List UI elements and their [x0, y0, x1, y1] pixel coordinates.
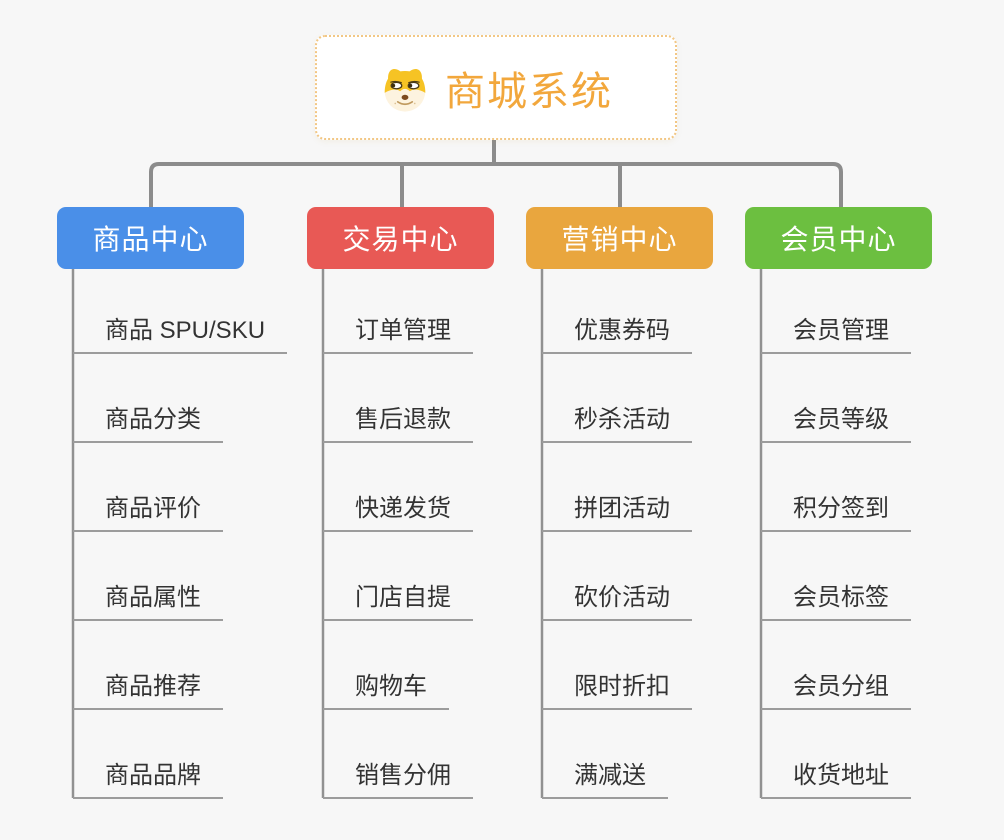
child-topic[interactable]: 积分签到 [761, 443, 911, 532]
child-topic[interactable]: 秒杀活动 [542, 354, 692, 443]
child-topic[interactable]: 商品品牌 [73, 710, 223, 799]
child-topic[interactable]: 商品推荐 [73, 621, 223, 710]
child-topic[interactable]: 商品 SPU/SKU [73, 265, 288, 354]
child-topic[interactable]: 优惠券码 [542, 265, 692, 354]
child-topic[interactable]: 商品属性 [73, 532, 223, 621]
child-topic[interactable]: 购物车 [323, 621, 449, 710]
doge-icon [379, 62, 431, 114]
branch-marketing-center: 营销中心 优惠券码秒杀活动拼团活动砍价活动限时折扣满减送 [526, 207, 713, 799]
child-topic[interactable]: 会员分组 [761, 621, 911, 710]
branch-children-marketing-center: 优惠券码秒杀活动拼团活动砍价活动限时折扣满减送 [542, 265, 692, 799]
child-topic[interactable]: 门店自提 [323, 532, 473, 621]
child-topic[interactable]: 砍价活动 [542, 532, 692, 621]
branch-box-product-center[interactable]: 商品中心 [57, 207, 244, 269]
root-node[interactable]: 商城系统 [315, 35, 677, 140]
child-topic[interactable]: 销售分佣 [323, 710, 473, 799]
child-topic[interactable]: 会员标签 [761, 532, 911, 621]
child-topic[interactable]: 满减送 [542, 710, 668, 799]
root-title: 商城系统 [445, 69, 613, 114]
child-topic[interactable]: 售后退款 [323, 354, 473, 443]
child-topic[interactable]: 会员等级 [761, 354, 911, 443]
branch-box-trade-center[interactable]: 交易中心 [307, 207, 494, 269]
branch-trade-center: 交易中心 订单管理售后退款快递发货门店自提购物车销售分佣 [307, 207, 494, 799]
child-topic[interactable]: 商品分类 [73, 354, 223, 443]
branch-children-member-center: 会员管理会员等级积分签到会员标签会员分组收货地址 [761, 265, 911, 799]
branch-box-member-center[interactable]: 会员中心 [745, 207, 932, 269]
branch-member-center: 会员中心 会员管理会员等级积分签到会员标签会员分组收货地址 [745, 207, 932, 799]
child-topic[interactable]: 订单管理 [323, 265, 473, 354]
branch-box-marketing-center[interactable]: 营销中心 [526, 207, 713, 269]
child-topic[interactable]: 快递发货 [323, 443, 473, 532]
child-topic[interactable]: 商品评价 [73, 443, 223, 532]
child-topic[interactable]: 会员管理 [761, 265, 911, 354]
child-topic[interactable]: 收货地址 [761, 710, 911, 799]
child-topic[interactable]: 拼团活动 [542, 443, 692, 532]
branch-children-trade-center: 订单管理售后退款快递发货门店自提购物车销售分佣 [323, 265, 473, 799]
child-topic[interactable]: 限时折扣 [542, 621, 692, 710]
